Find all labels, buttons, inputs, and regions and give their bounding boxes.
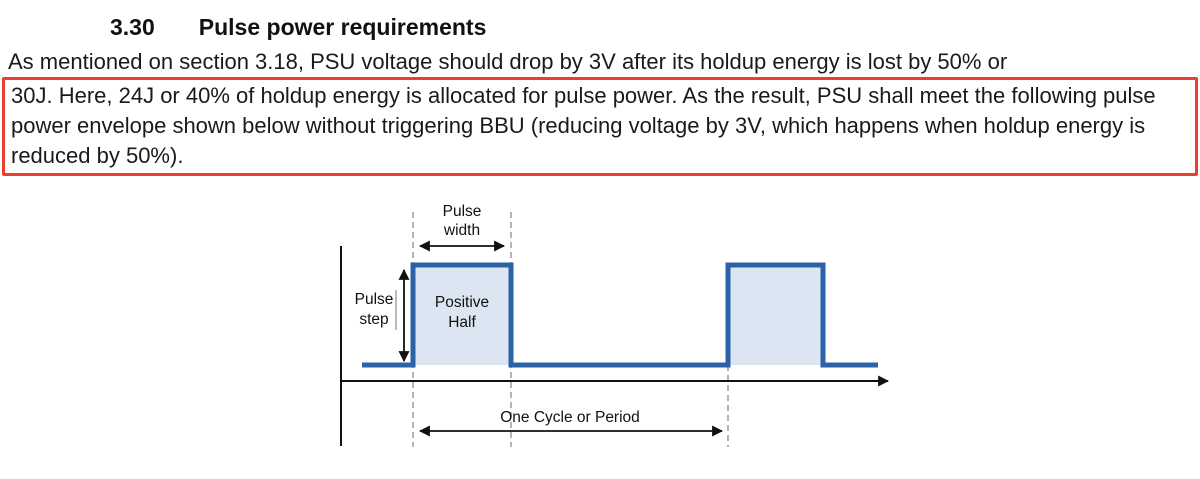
body-paragraph: As mentioned on section 3.18, PSU voltag… — [0, 47, 1200, 176]
pulse-step-label-line2: step — [359, 311, 388, 328]
pulse-step-label: Pulse step — [355, 291, 394, 328]
pulse-width-label-line2: width — [443, 222, 480, 239]
document-page: 3.30 Pulse power requirements As mention… — [0, 14, 1200, 479]
pulse-diagram: Pulse width Pulse step Positive Half One… — [0, 194, 1200, 462]
section-number: 3.30 — [110, 14, 155, 40]
positive-half-label-line1: Positive — [435, 294, 489, 311]
pulse-step-label-line1: Pulse — [355, 291, 394, 308]
pulse1-fill — [413, 265, 511, 365]
pulse-width-label: Pulse width — [443, 203, 482, 239]
highlight-box: 30J. Here, 24J or 40% of holdup energy i… — [2, 77, 1198, 176]
highlighted-text: 30J. Here, 24J or 40% of holdup energy i… — [11, 83, 1156, 168]
pulse-width-label-line1: Pulse — [443, 203, 482, 220]
paragraph-intro: As mentioned on section 3.18, PSU voltag… — [8, 49, 1008, 74]
cycle-period-label: One Cycle or Period — [500, 409, 640, 426]
section-heading: 3.30 Pulse power requirements — [110, 14, 1200, 41]
positive-half-label-line2: Half — [448, 314, 476, 331]
pulse-waveform-svg: Pulse width Pulse step Positive Half One… — [340, 203, 890, 447]
pulse-waveform — [362, 262, 878, 368]
pulse2-fill — [728, 265, 823, 365]
positive-half-label: Positive Half — [435, 294, 489, 331]
section-title: Pulse power requirements — [198, 14, 487, 40]
